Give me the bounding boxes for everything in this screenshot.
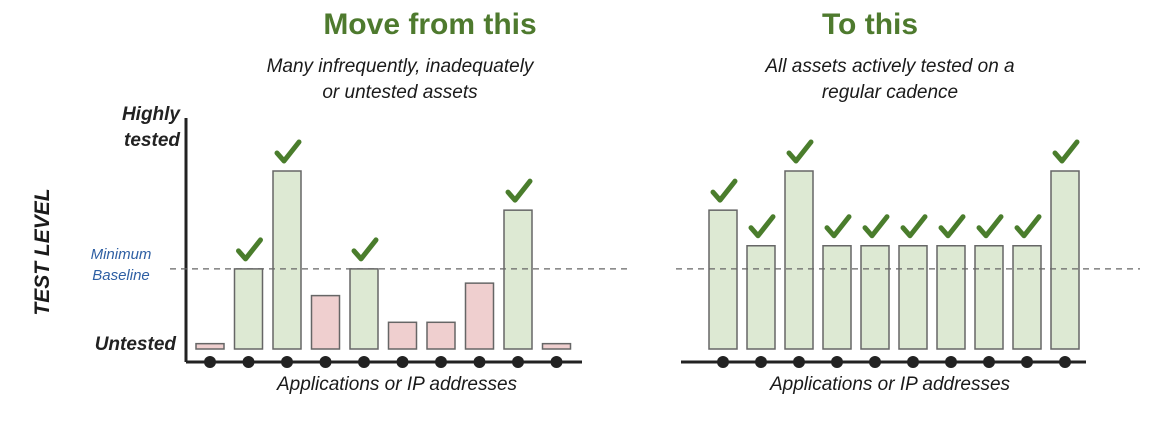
check-mark-icon <box>351 237 379 262</box>
y-axis-top-label: Highly tested <box>110 102 180 154</box>
right-bar-5 <box>860 245 890 350</box>
left-asset-dot-3 <box>281 356 293 368</box>
left-bar-10 <box>541 342 572 350</box>
left-asset-dot-2 <box>242 356 255 368</box>
check-mark-icon <box>824 214 852 239</box>
baseline-label-line2: Baseline <box>92 267 150 284</box>
left-bar-8 <box>464 282 495 350</box>
right-bar-3 <box>784 170 814 350</box>
left-bar-5 <box>349 268 379 350</box>
right-asset-dot-7 <box>945 356 957 368</box>
check-mark-icon <box>976 214 1004 239</box>
left-asset-dot-5 <box>358 356 370 368</box>
right-asset-dot-10 <box>1059 356 1071 368</box>
right-asset-dot-3 <box>793 356 805 368</box>
left-asset-dot-4 <box>319 356 332 368</box>
right-bar-8 <box>974 245 1004 350</box>
check-mark-icon <box>236 237 263 262</box>
left-asset-dot-7 <box>435 356 447 368</box>
left-bar-7 <box>426 321 456 350</box>
left-subtitle-line1: Many infrequently, inadequately <box>266 56 534 77</box>
right-panel-subtitle: All assets actively tested on a regular … <box>690 54 1090 106</box>
check-mark-icon <box>1014 214 1042 239</box>
right-asset-dot-8 <box>983 356 995 368</box>
left-bar-2 <box>233 268 264 350</box>
right-asset-dot-4 <box>831 356 843 368</box>
check-mark-icon <box>1052 139 1080 164</box>
y-axis-bottom-label: Untested <box>94 334 176 355</box>
right-subtitle-line1: All assets actively tested on a <box>765 56 1015 77</box>
left-panel-title: Move from this <box>323 8 537 41</box>
y-axis-top-label-line2: tested <box>124 130 180 151</box>
left-bar-6 <box>387 321 418 350</box>
right-bar-7 <box>936 245 966 350</box>
right-asset-dot-9 <box>1021 356 1033 368</box>
check-mark-icon <box>786 139 814 164</box>
check-mark-icon <box>862 214 890 239</box>
check-mark-icon <box>710 178 738 203</box>
check-mark-icon <box>748 214 776 239</box>
left-asset-dot-8 <box>473 356 486 368</box>
left-subtitle-line2: or untested assets <box>322 82 478 103</box>
right-subtitle-line2: regular cadence <box>821 82 959 103</box>
baseline-label-line1: Minimum <box>90 246 152 263</box>
left-asset-dot-6 <box>396 356 409 368</box>
right-asset-dot-5 <box>869 356 881 368</box>
left-bar-3 <box>272 170 302 350</box>
check-mark-icon <box>900 214 928 239</box>
right-x-axis-label: Applications or IP addresses <box>769 374 1011 395</box>
right-bar-1 <box>708 209 738 350</box>
left-bar-4 <box>310 294 341 350</box>
left-asset-dot-10 <box>550 356 563 368</box>
minimum-baseline-label: Minimum Baseline <box>66 244 176 286</box>
right-bar-6 <box>898 245 928 350</box>
left-bar-9 <box>503 209 533 350</box>
left-bar-1 <box>195 342 225 350</box>
right-bar-2 <box>746 245 776 350</box>
right-asset-dot-6 <box>907 356 919 368</box>
left-asset-dot-9 <box>512 356 524 368</box>
right-bar-9 <box>1012 245 1042 350</box>
check-mark-icon <box>505 178 533 203</box>
right-panel-title: To this <box>821 8 919 41</box>
y-axis-top-label-line1: Highly <box>121 104 180 125</box>
check-mark-icon <box>938 214 966 239</box>
check-mark-icon <box>274 139 302 164</box>
right-bar-10 <box>1050 170 1080 350</box>
right-asset-dot-2 <box>755 356 767 368</box>
right-asset-dot-1 <box>717 356 729 368</box>
left-panel-subtitle: Many infrequently, inadequately or untes… <box>200 54 600 106</box>
left-x-axis-label: Applications or IP addresses <box>276 374 518 395</box>
left-asset-dot-1 <box>204 356 216 368</box>
right-bar-4 <box>822 245 852 350</box>
